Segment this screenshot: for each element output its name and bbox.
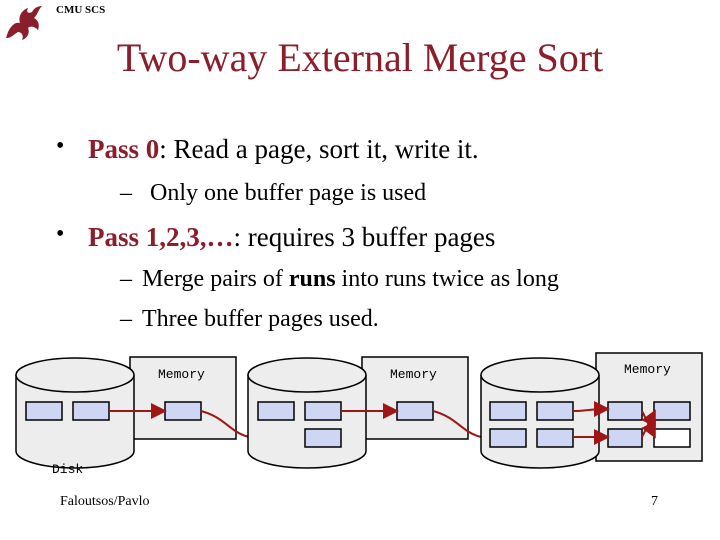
- memory-label: Memory: [390, 367, 437, 382]
- memory-label: Memory: [624, 362, 671, 377]
- disk-cylinder: [15, 357, 135, 469]
- memory-box: [361, 356, 469, 440]
- panel-3: Memory: [480, 352, 703, 469]
- bullet-dot: •: [56, 133, 65, 159]
- disk-page: [536, 401, 574, 421]
- bullet-label: Pass 1,2,3,…: [88, 222, 234, 252]
- sub-text: Three buffer pages used.: [142, 306, 379, 332]
- sub-text: Merge pairs of: [142, 266, 289, 292]
- merge-arrow: [641, 409, 656, 438]
- disk-label: Disk: [52, 462, 84, 477]
- buffer-page: [396, 401, 434, 421]
- merge-diagram: Memory Memory Memory: [15, 352, 703, 469]
- disk-page: [536, 428, 574, 448]
- header-org: CMU SCS: [56, 4, 106, 16]
- page-number: 7: [651, 494, 658, 509]
- memory-label: Memory: [158, 367, 205, 382]
- bullet-dot: •: [56, 221, 65, 247]
- slide-title: Two-way External Merge Sort: [116, 35, 604, 80]
- output-buffer-page: [653, 401, 691, 421]
- disk-page: [489, 428, 527, 448]
- disk-page: [489, 401, 527, 421]
- panel-2: Memory: [247, 356, 506, 469]
- bullet-text: : requires 3 buffer pages: [233, 222, 496, 252]
- disk-page: [25, 401, 63, 421]
- disk-page: [304, 401, 342, 421]
- bullet-label: Pass 0: [88, 134, 160, 164]
- sub-text-bold: runs: [288, 266, 336, 292]
- read-arrow: [572, 401, 610, 418]
- output-buffer-page: [653, 428, 691, 448]
- disk-page: [304, 428, 342, 448]
- footer-author: Faloutsos/Pavlo: [60, 494, 150, 509]
- dragon-logo: [6, 6, 42, 40]
- input-buffer-page: [607, 428, 643, 448]
- bullet-text: : Read a page, sort it, write it.: [159, 134, 479, 164]
- sub-text: into runs twice as long: [335, 266, 559, 292]
- disk-page: [72, 401, 110, 421]
- memory-box: [129, 356, 237, 440]
- sub-text: Only one buffer page is used: [150, 180, 427, 206]
- panel-1: Memory: [15, 356, 274, 469]
- buffer-page: [164, 401, 202, 421]
- input-buffer-page: [607, 401, 643, 421]
- disk-page: [257, 401, 295, 421]
